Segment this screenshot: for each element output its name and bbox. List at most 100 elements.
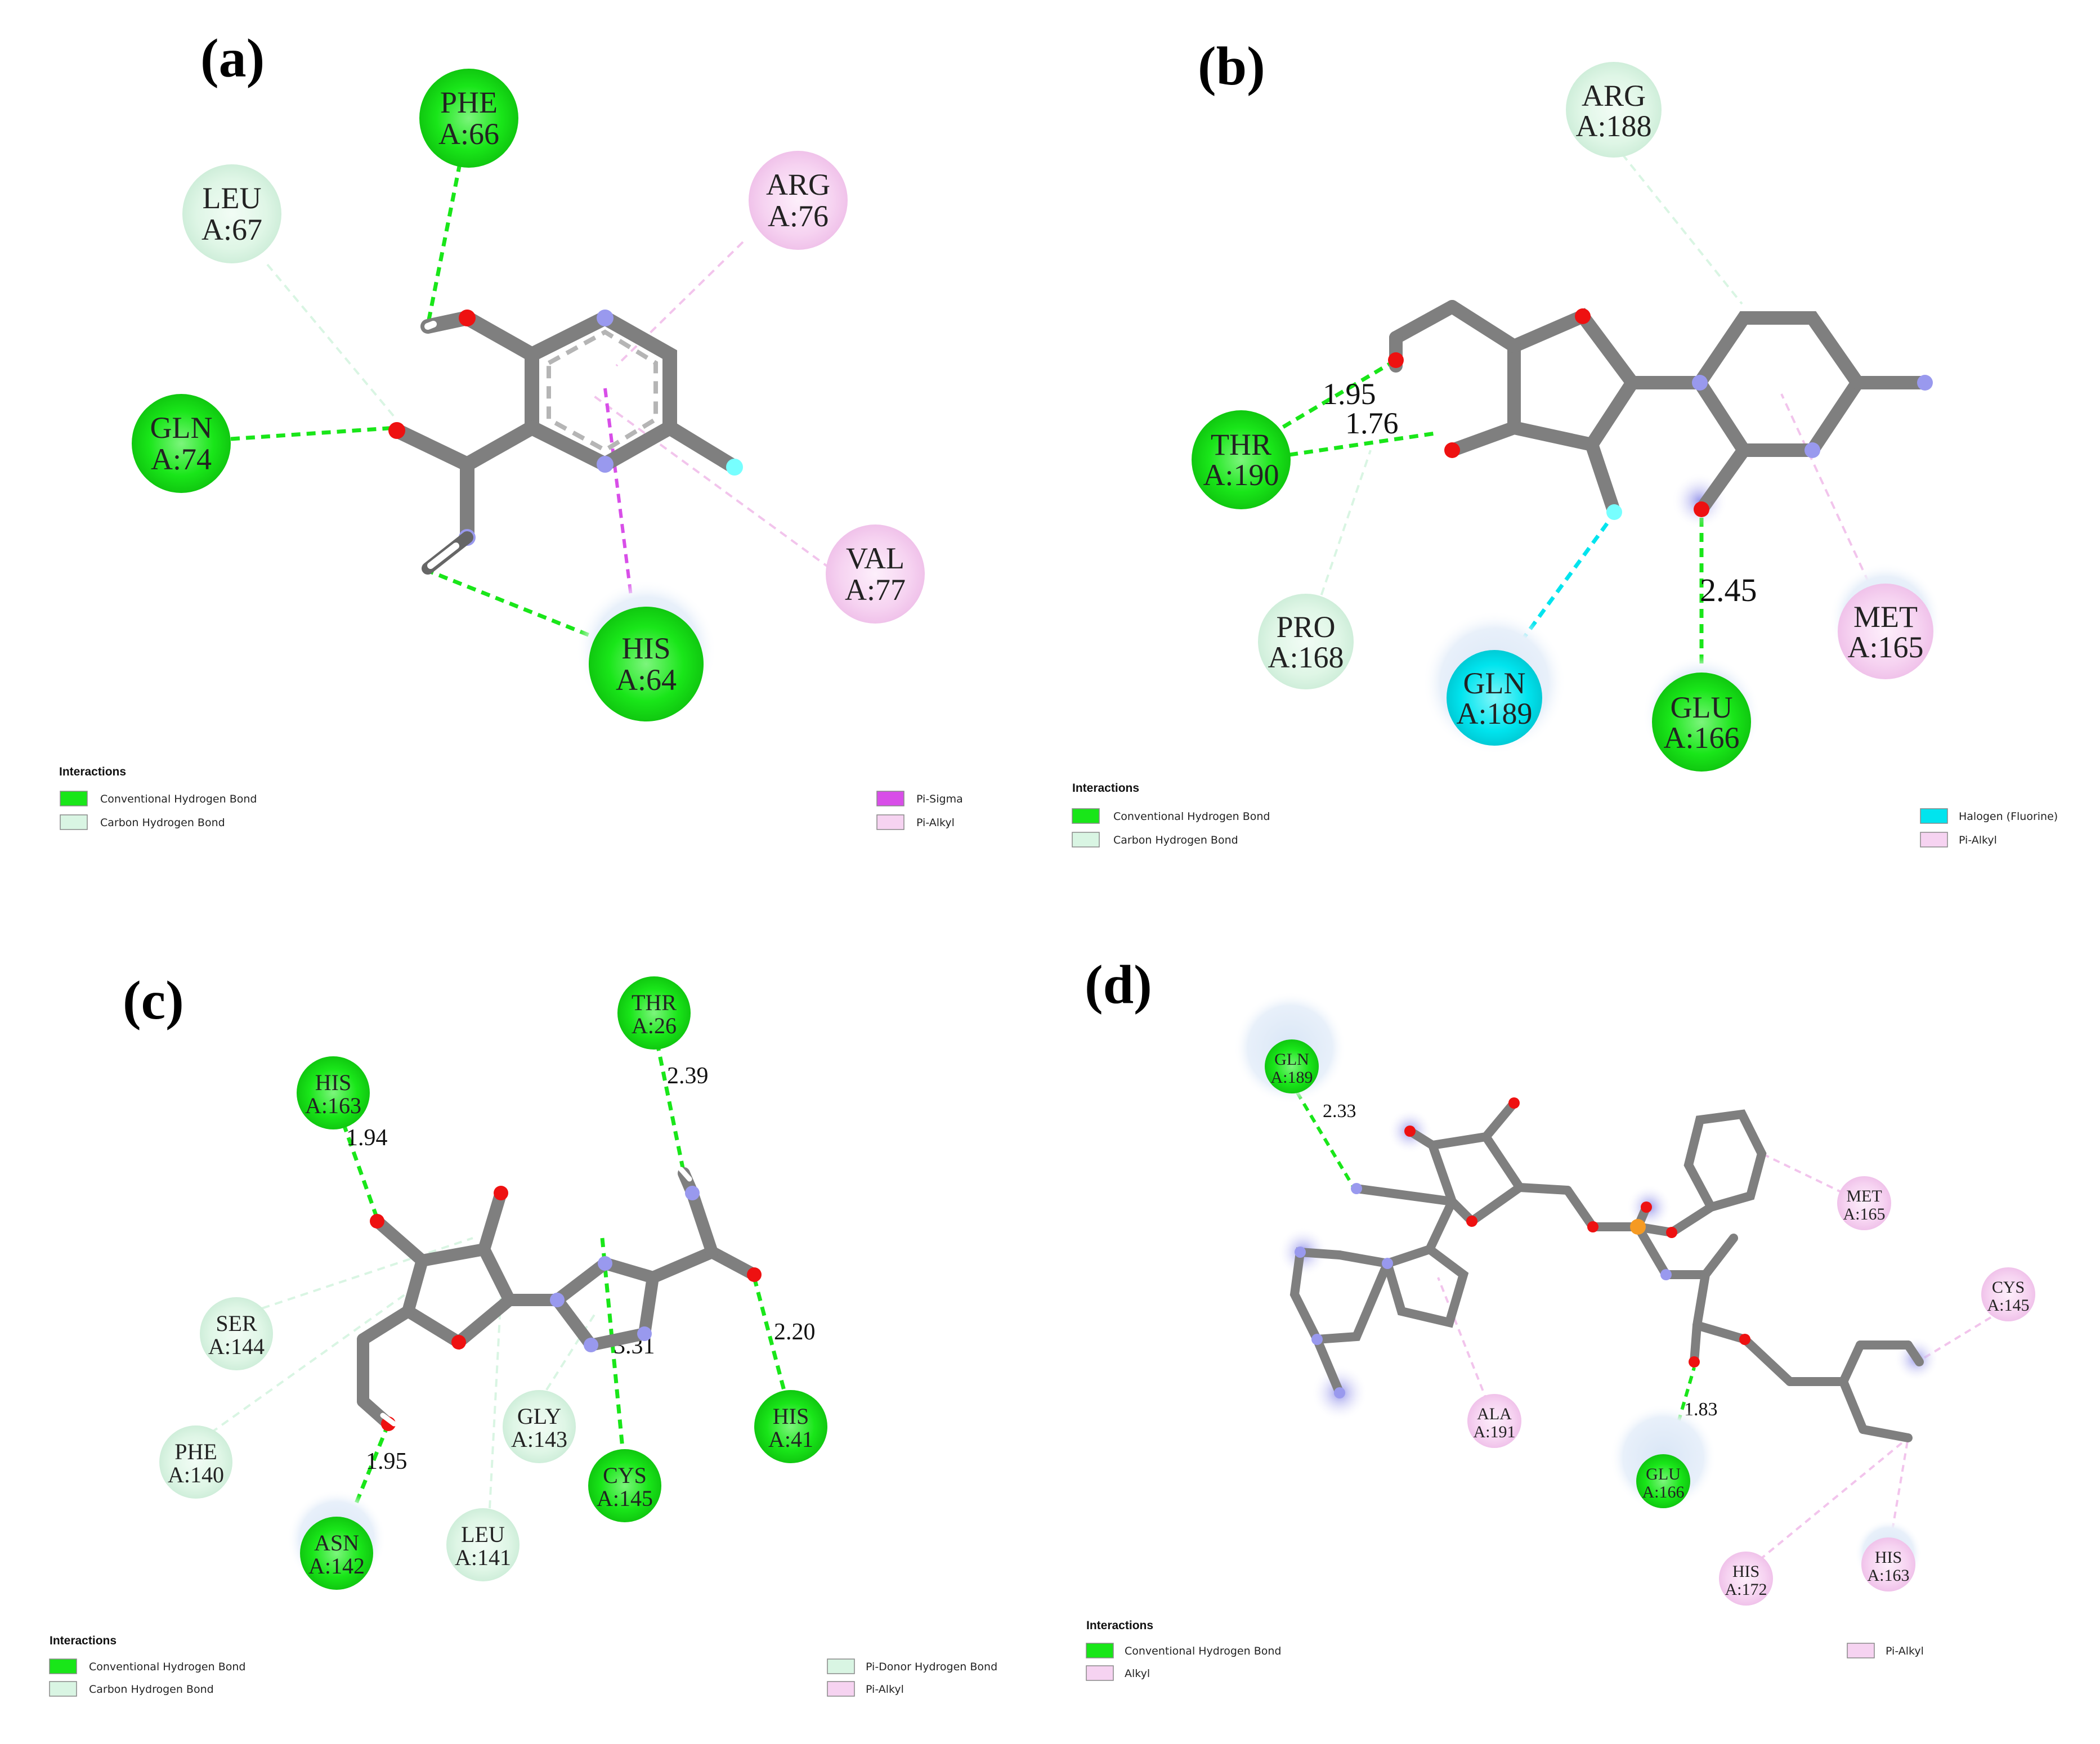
distance-label: 1.76 — [1345, 406, 1399, 440]
residue-gln-74: GLN A:74 — [132, 394, 231, 493]
legend-label: Alkyl — [1125, 1667, 1150, 1680]
residue-name: ALA — [1477, 1405, 1512, 1423]
panel-d-residues: GLN A:189 MET A:165 CYS A:145 ALA A:191 — [1234, 992, 2035, 1606]
residue-name: LEU — [203, 181, 262, 215]
panel-b-legend: Interactions Conventional Hydrogen Bond … — [1072, 782, 2058, 848]
hbond-line — [652, 1026, 686, 1174]
hbond-line — [230, 425, 397, 441]
residue-name: HIS — [315, 1070, 351, 1095]
residue-glu-166: GLU A:166 — [1610, 1404, 1717, 1511]
residue-asn-142: ASN A:142 — [287, 1490, 386, 1590]
residue-thr-190: THR A:190 — [1192, 410, 1291, 509]
residue-phe-140: PHE A:140 — [159, 1425, 232, 1499]
legend-swatch — [876, 814, 905, 830]
carbon-hbond-line — [1316, 450, 1372, 608]
panel-b: (b) 1.95 1.76 2.45 — [1072, 36, 2058, 848]
legend-swatch — [60, 791, 88, 806]
residue-id: A:77 — [845, 573, 906, 607]
legend-swatch — [60, 814, 88, 830]
legend-label: Pi-Sigma — [916, 793, 963, 805]
legend-swatch — [49, 1658, 77, 1674]
pi-alkyl-line — [1437, 1277, 1493, 1413]
legend-label: Pi-Donor Hydrogen Bond — [866, 1661, 997, 1673]
panel-a-residues: PHE A:66 LEU A:67 ARG A:76 GLN A:74 VAL — [132, 69, 925, 721]
residue-id: A:143 — [511, 1427, 567, 1452]
residue-id: A:76 — [768, 199, 829, 233]
panel-c-legend: Interactions Conventional Hydrogen Bond … — [49, 1634, 997, 1697]
legend-swatch — [827, 1658, 855, 1674]
panel-d-legend: Interactions Conventional Hydrogen Bond … — [1086, 1619, 1924, 1681]
residue-cys-145: CYS A:145 — [1981, 1267, 2035, 1321]
panel-c: (c) 2.39 1.94 3.31 2.20 1.95 — [49, 970, 997, 1697]
residue-name: MET — [1846, 1187, 1882, 1205]
residue-id: A:189 — [1457, 697, 1533, 730]
residue-name: ARG — [1582, 79, 1646, 113]
residue-id: A:41 — [768, 1427, 813, 1452]
residue-name: HIS — [621, 631, 670, 665]
legend-label: Pi-Alkyl — [916, 817, 955, 829]
legend-swatch — [1920, 808, 1948, 824]
panel-b-residues: ARG A:188 THR A:190 PRO A:168 GLN A:189 — [1192, 62, 1942, 774]
residue-id: A:74 — [151, 442, 212, 476]
legend-swatch — [1086, 1643, 1114, 1658]
residue-his-172: HIS A:172 — [1719, 1552, 1773, 1606]
residue-id: A:144 — [208, 1334, 265, 1359]
panel-c-interactions: 2.39 1.94 3.31 2.20 1.95 — [199, 1026, 816, 1543]
residue-name: PHE — [440, 86, 498, 119]
residue-name: VAL — [846, 541, 905, 575]
hbond-line — [600, 1238, 627, 1472]
residue-id: A:190 — [1203, 458, 1279, 492]
residue-ala-191: ALA A:191 — [1467, 1394, 1521, 1448]
legend-label: Conventional Hydrogen Bond — [89, 1661, 245, 1673]
carbon-hbond-line — [236, 1237, 473, 1318]
residue-id: A:66 — [438, 117, 499, 151]
residue-id: A:145 — [1987, 1296, 2030, 1315]
legend-swatch — [1072, 832, 1100, 848]
legend-swatch — [827, 1681, 855, 1697]
residue-id: A:191 — [1474, 1423, 1516, 1441]
residue-name: HIS — [1875, 1548, 1902, 1567]
residue-gln-189: GLN A:189 — [1234, 992, 1346, 1104]
residue-name: ASN — [314, 1530, 359, 1555]
residue-leu-141: LEU A:141 — [446, 1508, 520, 1581]
residue-met-165: MET A:165 — [1837, 1176, 1891, 1230]
carbon-hbond-line — [199, 1293, 406, 1442]
distance-label: 2.33 — [1323, 1101, 1356, 1122]
residue-id: A:163 — [1868, 1566, 1910, 1585]
residue-id: A:172 — [1725, 1580, 1767, 1599]
residue-name: HIS — [1732, 1562, 1759, 1581]
residue-name: PHE — [174, 1439, 217, 1464]
residue-name: LEU — [461, 1522, 505, 1547]
residue-ser-144: SER A:144 — [200, 1297, 273, 1370]
residue-arg-188: ARG A:188 — [1566, 62, 1662, 158]
hbond-line — [338, 1423, 391, 1543]
legend-label: Conventional Hydrogen Bond — [100, 793, 257, 805]
legend-title: Interactions — [1086, 1619, 1153, 1632]
panel-a-label: (a) — [200, 28, 265, 89]
residue-thr-26: THR A:26 — [617, 976, 691, 1050]
distance-label: 2.45 — [1700, 572, 1757, 608]
residue-val-77: VAL A:77 — [826, 524, 925, 624]
residue-name: SER — [216, 1311, 257, 1336]
residue-id: A:140 — [168, 1462, 224, 1487]
residue-glu-166: GLU A:166 — [1642, 656, 1761, 774]
residue-id: A:168 — [1268, 640, 1344, 674]
residue-name: GLN — [150, 411, 213, 445]
residue-his-41: HIS A:41 — [754, 1390, 827, 1463]
residue-name: HIS — [773, 1404, 809, 1429]
panel-d: (d) 2.33 1.83 — [1085, 954, 2035, 1681]
legend-swatch — [49, 1681, 77, 1697]
legend-label: Pi-Alkyl — [1886, 1645, 1924, 1657]
residue-id: A:165 — [1843, 1205, 1886, 1223]
residue-cys-145: CYS A:145 — [588, 1449, 661, 1522]
panel-c-residues: THR A:26 HIS A:163 SER A:144 PHE A:140 G… — [159, 976, 827, 1590]
residue-name: GLU — [1646, 1465, 1681, 1483]
residue-his-163: HIS A:163 — [1855, 1519, 1922, 1591]
pi-alkyl-line — [590, 393, 831, 570]
legend-label: Carbon Hydrogen Bond — [89, 1683, 214, 1696]
residue-id: A:145 — [597, 1486, 653, 1511]
residue-id: A:188 — [1576, 109, 1652, 143]
legend-label: Carbon Hydrogen Bond — [1113, 834, 1238, 846]
residue-gly-143: GLY A:143 — [503, 1390, 576, 1463]
